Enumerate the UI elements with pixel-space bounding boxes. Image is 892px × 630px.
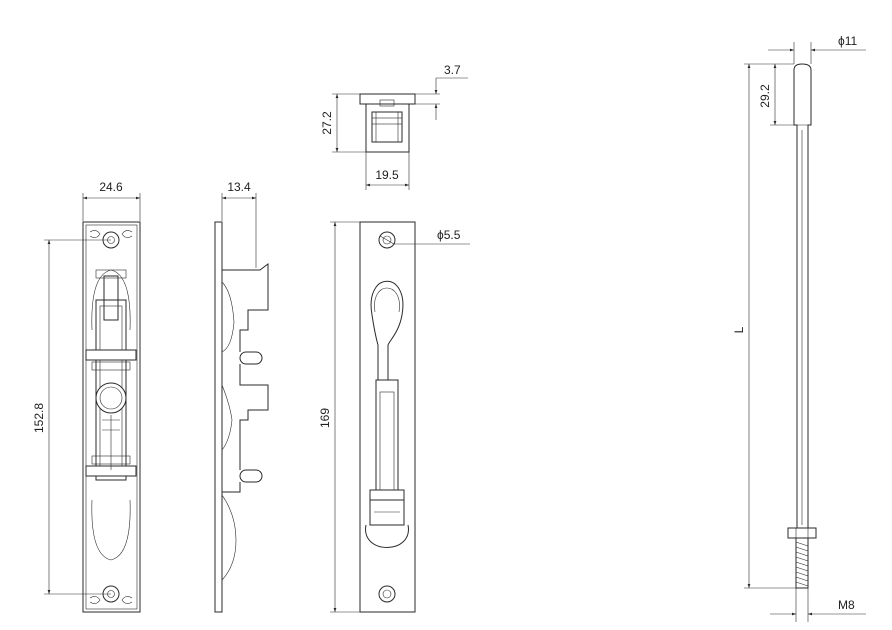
label-top-width: 19.5: [375, 168, 399, 182]
dim-rod-dia: ϕ11: [768, 34, 866, 64]
dim-top-width: 19.5: [365, 152, 410, 190]
dim-top-offset: 3.7: [415, 63, 468, 120]
side-view: [214, 221, 269, 613]
label-top-height: 27.2: [320, 111, 334, 135]
dim-rod-tip: 29.2: [744, 63, 794, 126]
label-front-width: 24.6: [99, 180, 123, 194]
dim-thread: M8: [770, 588, 866, 622]
label-front-height: 152.8: [32, 403, 46, 433]
label-side-depth: 13.4: [227, 180, 251, 194]
dim-side-depth: 13.4: [221, 180, 257, 268]
rod-view: [787, 63, 817, 589]
label-rod-dia: ϕ11: [838, 34, 858, 48]
label-rod-length: L: [732, 326, 746, 333]
dim-plate-height: 169: [318, 221, 360, 613]
dim-front-width: 24.6: [82, 180, 141, 221]
dim-hole-dia: ϕ5.5: [379, 228, 470, 245]
faceplate-view: [359, 221, 416, 613]
label-thread: M8: [838, 598, 855, 612]
label-plate-height: 169: [318, 408, 332, 428]
top-view: [359, 93, 416, 153]
dim-top-height: 27.2: [320, 93, 366, 153]
front-view: [82, 221, 141, 613]
label-hole-dia: ϕ5.5: [437, 228, 461, 242]
dim-front-height: 152.8: [32, 239, 111, 595]
label-top-offset: 3.7: [444, 63, 461, 77]
dim-rod-length: L: [732, 64, 796, 589]
label-rod-tip: 29.2: [758, 84, 772, 108]
